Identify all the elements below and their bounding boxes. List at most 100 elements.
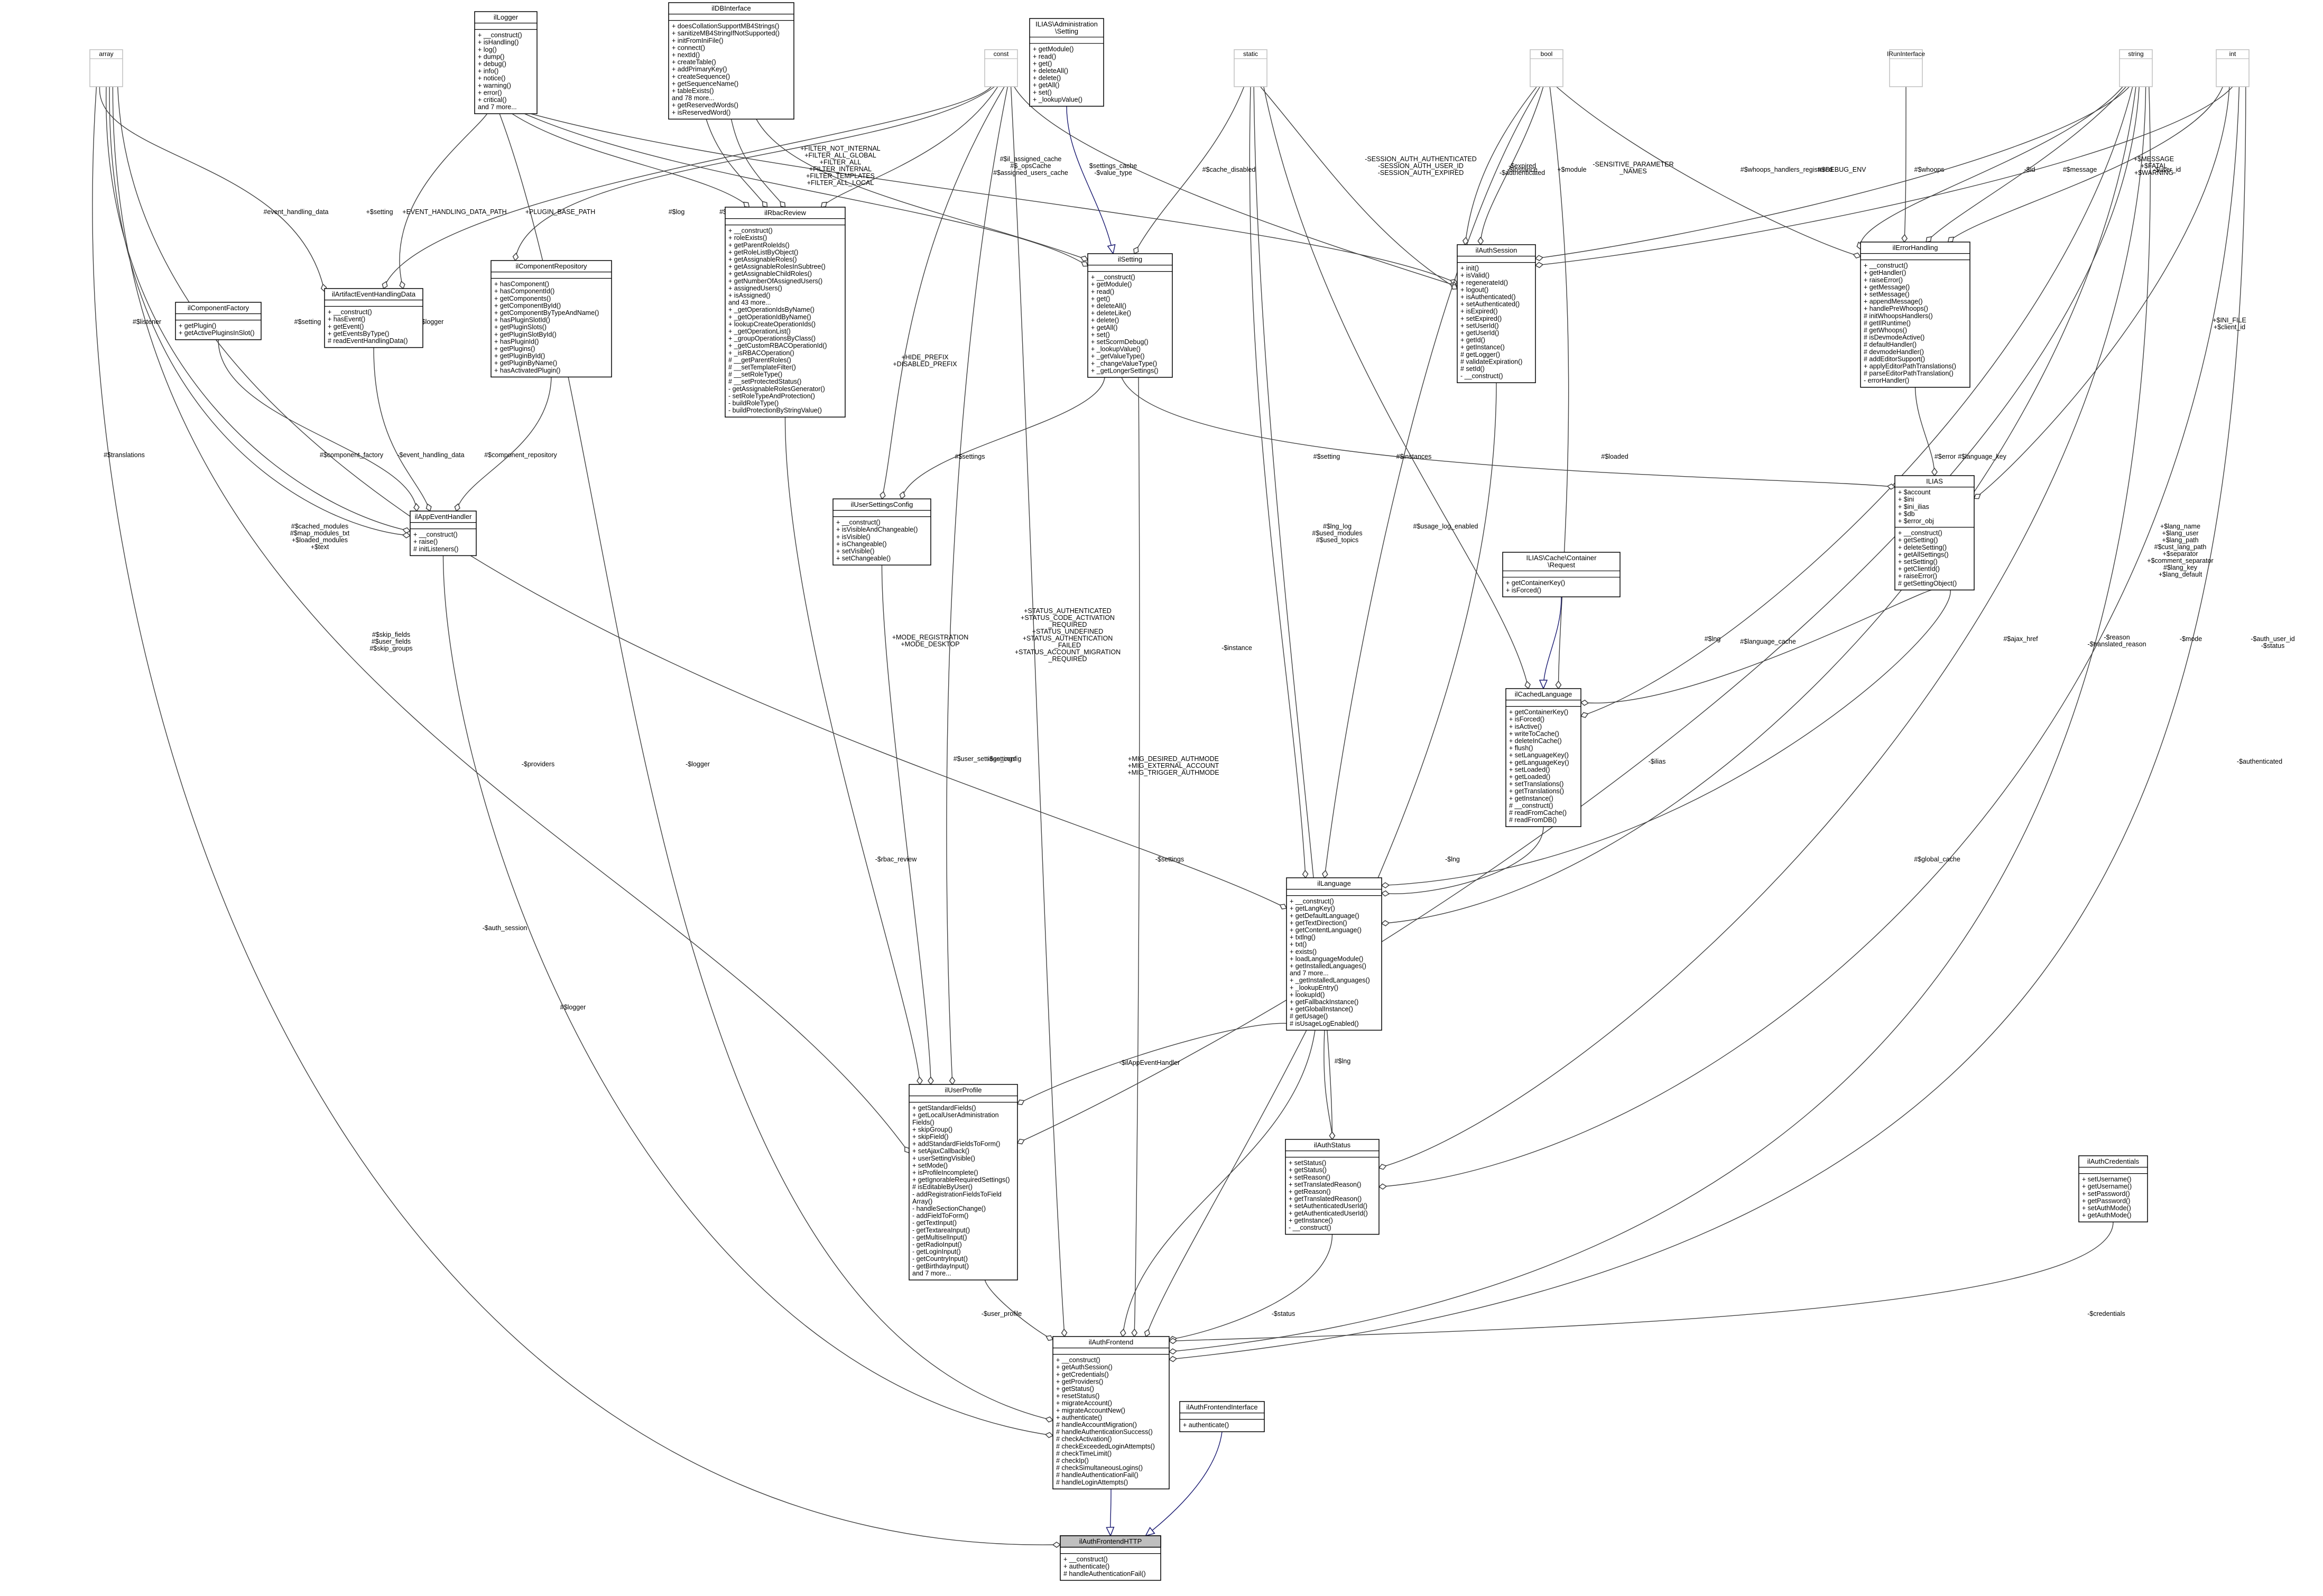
class-method: + flush() xyxy=(1509,745,1533,752)
edge-label-line: -$user_id xyxy=(2153,166,2181,173)
type-node-string: string xyxy=(2119,49,2153,87)
class-method: + getPlugins() xyxy=(494,345,535,352)
class-box xyxy=(410,511,477,556)
edge-label-line: -SESSION_AUTH_AUTHENTICATED xyxy=(1365,155,1477,163)
class-title: ilAuthFrontendHTTP xyxy=(1079,1537,1142,1545)
class-method: + read() xyxy=(1033,53,1056,60)
class-method: + getAssignableRolesInSubtree() xyxy=(728,263,826,271)
edge-label: #$DEBUG_ENV xyxy=(1818,166,1866,173)
class-method: + deleteSetting() xyxy=(1898,544,1947,551)
edge-label-line: #$_opsCache xyxy=(1010,162,1051,170)
association-edge-65 xyxy=(1169,1234,1333,1340)
association-edge-54 xyxy=(1382,827,1544,894)
class-method: # __setProtectedStatus() xyxy=(728,378,801,385)
edge-label-line: #$used_modules xyxy=(1312,530,1362,537)
class-node-ilcomponentfactory: ilComponentFactory+ getPlugin()+ getActi… xyxy=(175,302,262,340)
class-method: + __construct() xyxy=(478,32,522,39)
class-method: + _getCustomRBACOperationId() xyxy=(728,342,827,349)
class-title: ilAuthStatus xyxy=(1314,1141,1351,1149)
class-method: + set() xyxy=(1091,331,1110,338)
class-method: + assignedUsers() xyxy=(728,284,782,292)
edge-label: #$language_key xyxy=(1958,453,2006,460)
class-box xyxy=(1285,1139,1380,1235)
class-box xyxy=(175,302,262,340)
class-method: - getAssignableRolesGenerator() xyxy=(728,385,825,393)
class-node-ilcachedlanguage: ilCachedLanguage+ getContainerKey()+ isF… xyxy=(1505,688,1581,827)
class-method: + getPluginById() xyxy=(494,352,545,360)
association-edge-60 xyxy=(442,555,1053,1435)
class-method: + setLanguageKey() xyxy=(1509,751,1569,759)
edge-label: -$auth_session xyxy=(483,924,527,932)
edge-label: -$mode xyxy=(2180,635,2202,643)
edge-label: #$instances xyxy=(1396,453,1432,460)
class-method: + getModule() xyxy=(1033,45,1073,53)
edge-label: +STATUS_AUTHENTICATED+STATUS_CODE_ACTIVA… xyxy=(1015,607,1121,663)
class-method: Array() xyxy=(912,1198,932,1205)
edge-label-line: -$event_handling_data xyxy=(397,451,464,459)
class-method: - getTextareaInput() xyxy=(912,1227,970,1234)
class-method: # getUsage() xyxy=(1290,1013,1328,1020)
class-method: and 7 more... xyxy=(1290,970,1329,977)
class-method: + deleteLike() xyxy=(1091,310,1131,317)
class-method: + hasComponentId() xyxy=(494,287,554,295)
edge-label-line: #$cache_disabled xyxy=(1202,166,1256,173)
edge-label-line: +FILTER_NOT_INTERNAL xyxy=(800,145,881,152)
class-method: # checkIp() xyxy=(1056,1457,1089,1464)
edge-label-line: #$setting xyxy=(294,318,321,326)
class-method: + isAuthenticated() xyxy=(1460,293,1516,301)
class-method: + setAjaxCallback() xyxy=(912,1147,969,1155)
type-node-array: array xyxy=(89,49,123,87)
association-edge-11 xyxy=(706,119,767,207)
edge-label: -$instance xyxy=(1221,644,1252,652)
class-method: + hasActivatedPlugin() xyxy=(494,367,560,374)
edge-label: +MODE_REGISTRATION+MODE_DESKTOP xyxy=(892,634,969,648)
edge-label: -$authenticated xyxy=(2237,758,2282,765)
class-method: + __construct() xyxy=(1091,274,1135,281)
class-method: + hasEvent() xyxy=(328,316,365,323)
edge-label: -$user_id xyxy=(2153,166,2181,173)
edge-label: -$id xyxy=(2024,166,2035,173)
class-title: ilAuthSession xyxy=(1476,246,1517,254)
class-title: ilErrorHandling xyxy=(1893,244,1938,252)
edge-label-line: +MIG_EXTERNAL_ACCOUNT xyxy=(1128,762,1219,769)
inheritance-edge-68 xyxy=(1146,1432,1223,1536)
edge-label: #$log xyxy=(669,208,685,216)
class-method: # isDevmodeActive() xyxy=(1864,334,1924,341)
association-edge-6 xyxy=(400,113,488,289)
edge-label-line: #$cust_lang_path xyxy=(2154,543,2207,551)
class-title: ILIAS\Administration xyxy=(1035,20,1098,28)
class-method: + isForced() xyxy=(1506,587,1541,594)
type-box xyxy=(1889,49,1923,87)
type-box xyxy=(2119,49,2153,87)
class-method: + setVisible() xyxy=(836,548,874,555)
class-method: + authenticate() xyxy=(1056,1414,1102,1421)
class-method: # isUsageLogEnabled() xyxy=(1290,1020,1359,1027)
class-method: + hasPluginSlotId() xyxy=(494,317,550,324)
edge-label-line: #$message xyxy=(2063,166,2097,173)
class-method: + handlePreWhoops() xyxy=(1864,305,1928,312)
class-method: + isExpired() xyxy=(1460,308,1498,315)
association-edge-27 xyxy=(1465,86,1537,245)
class-method: + getDefaultLanguage() xyxy=(1290,912,1359,920)
association-edge-33 xyxy=(1860,86,2123,249)
association-edge-13 xyxy=(756,119,1088,259)
class-attribute: + $db xyxy=(1898,510,1915,517)
edge-label-line: +$FATAL xyxy=(2141,162,2168,170)
class-node-ilartifacteventhandlingdata: ilArtifactEventHandlingData+ __construct… xyxy=(324,288,423,348)
class-method: + getStatus() xyxy=(1056,1385,1094,1393)
association-edge-53 xyxy=(881,565,931,1084)
edge-label-line: $settings_cache xyxy=(1089,162,1137,170)
edge-label: #$message xyxy=(2063,166,2097,173)
class-title: ILIAS xyxy=(1926,477,1943,485)
association-edge-0 xyxy=(99,86,325,292)
edge-label: +FILTER_NOT_INTERNAL+FILTER_ALL_GLOBAL+F… xyxy=(800,145,881,187)
class-title: ilAuthFrontendInterface xyxy=(1186,1403,1257,1411)
class-method: + getInstance() xyxy=(1509,795,1553,802)
class-title: ilComponentFactory xyxy=(188,304,249,312)
class-method: - addFieldToForm() xyxy=(912,1212,968,1220)
class-method: + skipGroup() xyxy=(912,1126,952,1133)
edge-label-line: +STATUS_ACCOUNT_MIGRATION xyxy=(1015,648,1121,656)
class-method: + getParentRoleIds() xyxy=(728,242,790,249)
class-method: Fields() xyxy=(912,1119,934,1126)
class-method: + getRoleListByObject() xyxy=(728,248,798,256)
